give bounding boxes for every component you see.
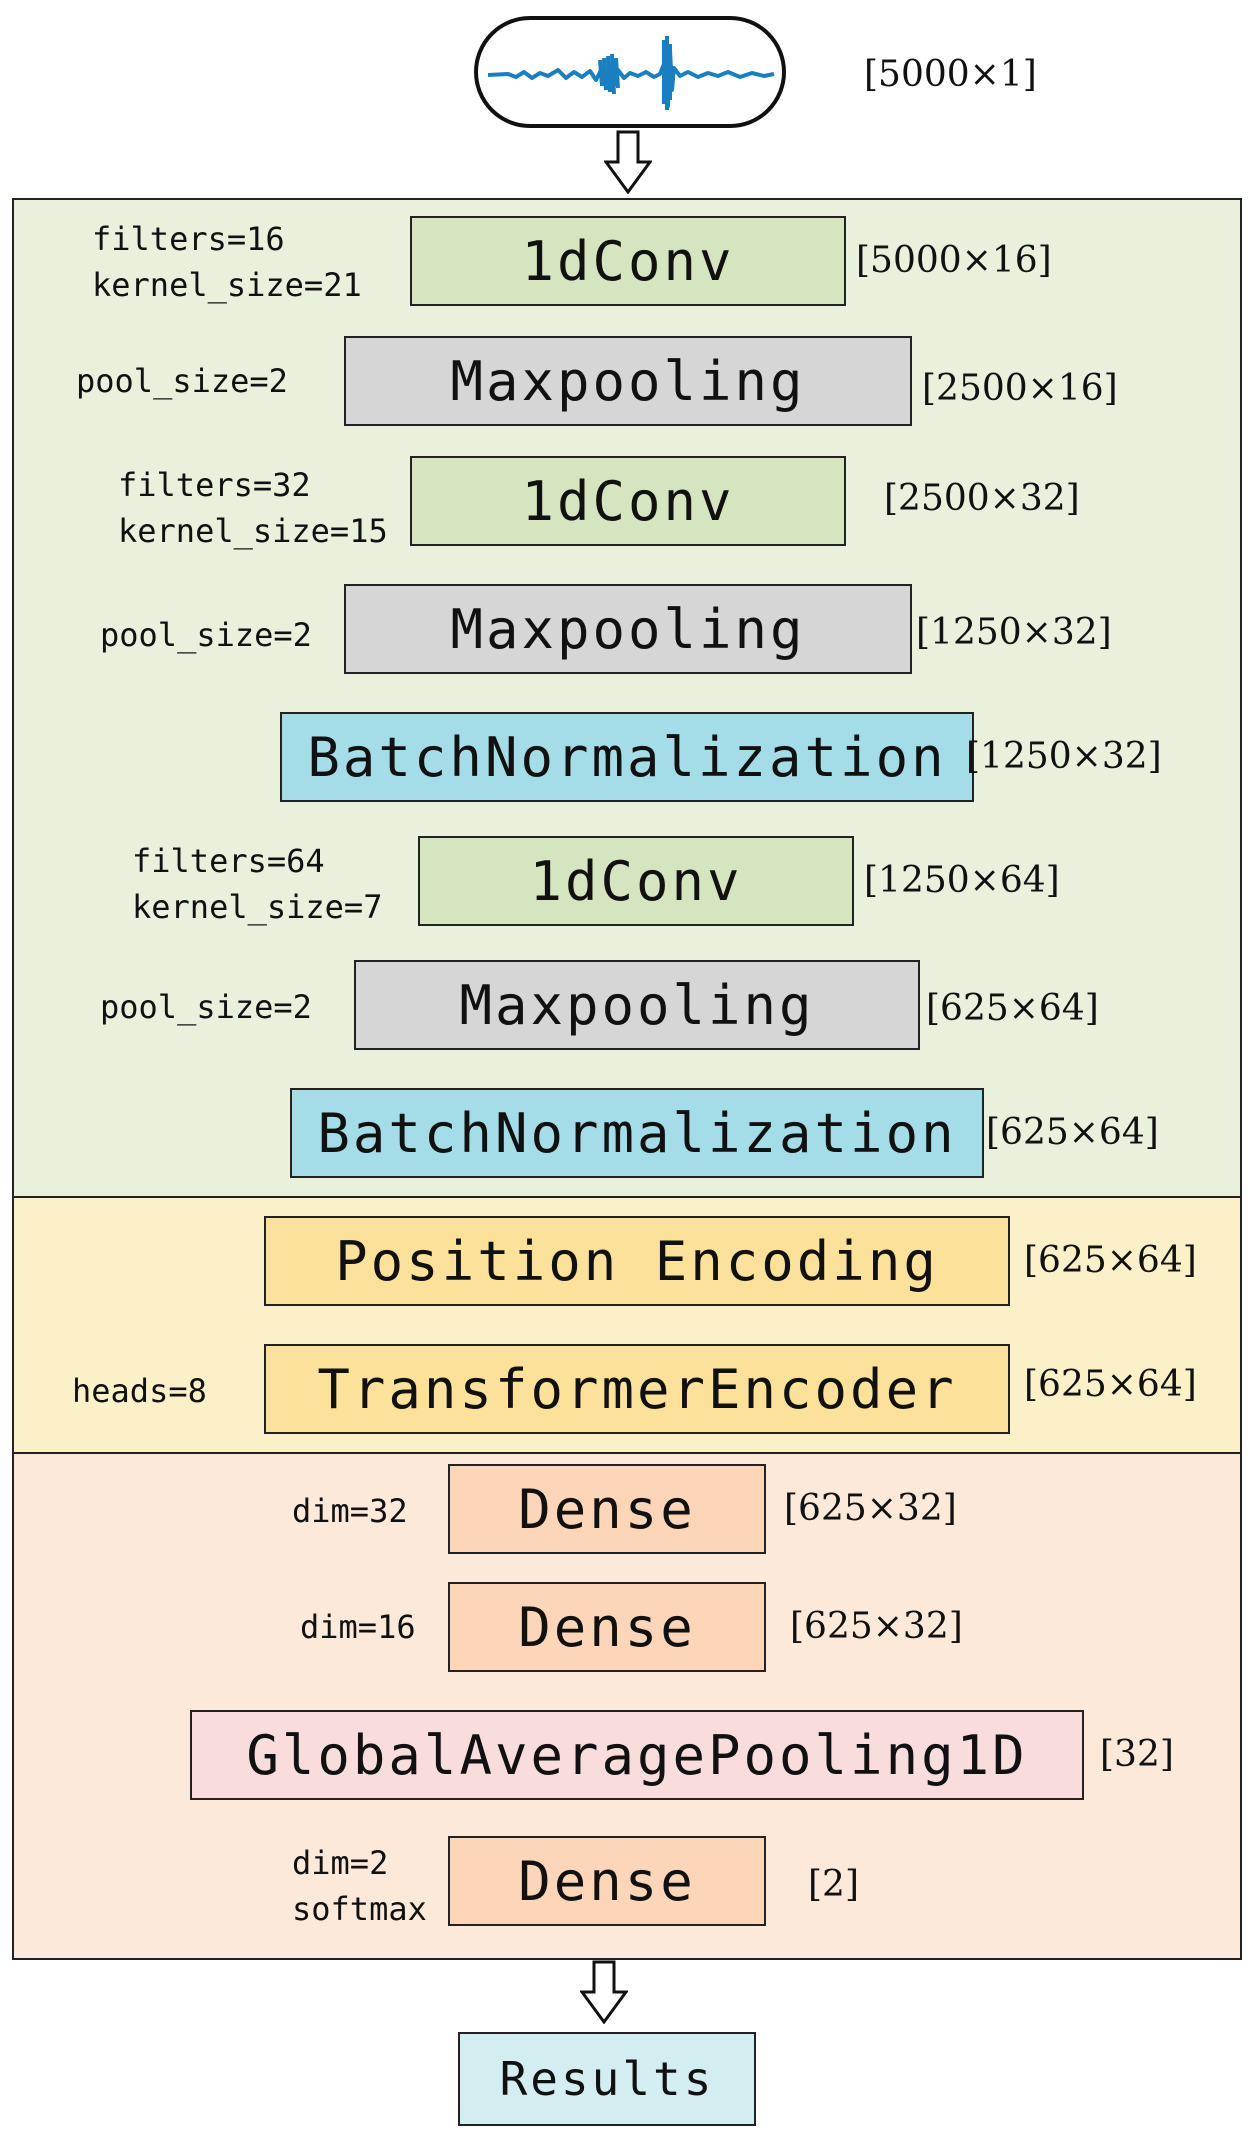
conv1d-layer: 1dConv xyxy=(418,836,854,926)
conv3-params: filters=64 kernel_size=7 xyxy=(132,842,383,926)
dense-layer: Dense xyxy=(448,1464,766,1554)
posenc-shape: [625×64] xyxy=(1024,1240,1197,1281)
conv3-shape: [1250×64] xyxy=(864,860,1060,901)
gap-shape: [32] xyxy=(1100,1734,1174,1775)
maxpooling-layer: Maxpooling xyxy=(344,584,912,674)
dense2-shape: [625×32] xyxy=(790,1606,963,1647)
transformer-params: heads=8 xyxy=(72,1372,207,1410)
position-encoding-layer: Position Encoding xyxy=(264,1216,1010,1306)
input-signal xyxy=(474,16,786,128)
conv2-shape: [2500×32] xyxy=(884,478,1080,519)
input-shape: [5000×1] xyxy=(864,54,1037,95)
down-arrow-icon xyxy=(604,130,652,194)
bn2-shape: [625×64] xyxy=(986,1112,1159,1153)
waveform-icon xyxy=(487,36,775,110)
results-box: Results xyxy=(458,2032,756,2126)
transformer-encoder-layer: TransformerEncoder xyxy=(264,1344,1010,1434)
pool2-shape: [1250×32] xyxy=(916,612,1112,653)
conv1d-layer: 1dConv xyxy=(410,456,846,546)
dense3-params: dim=2 softmax xyxy=(292,1844,427,1928)
batchnormalization-layer: BatchNormalization xyxy=(290,1088,984,1178)
conv2-params: filters=32 kernel_size=15 xyxy=(118,466,388,550)
globalaveragepooling1d-layer: GlobalAveragePooling1D xyxy=(190,1710,1084,1800)
conv1-shape: [5000×16] xyxy=(856,240,1052,281)
bn1-shape: [1250×32] xyxy=(966,736,1162,777)
dense-layer: Dense xyxy=(448,1582,766,1672)
pool3-params: pool_size=2 xyxy=(100,988,312,1026)
maxpooling-layer: Maxpooling xyxy=(344,336,912,426)
pool3-shape: [625×64] xyxy=(926,988,1099,1029)
dense3-shape: [2] xyxy=(808,1864,859,1905)
dense2-params: dim=16 xyxy=(300,1608,416,1646)
batchnormalization-layer: BatchNormalization xyxy=(280,712,974,802)
conv1-params: filters=16 kernel_size=21 xyxy=(92,220,362,304)
pool1-params: pool_size=2 xyxy=(76,362,288,400)
dense1-params: dim=32 xyxy=(292,1492,408,1530)
pool1-shape: [2500×16] xyxy=(922,368,1118,409)
dense-layer: Dense xyxy=(448,1836,766,1926)
maxpooling-layer: Maxpooling xyxy=(354,960,920,1050)
pool2-params: pool_size=2 xyxy=(100,616,312,654)
dense1-shape: [625×32] xyxy=(784,1488,957,1529)
transformer-shape: [625×64] xyxy=(1024,1364,1197,1405)
conv1d-layer: 1dConv xyxy=(410,216,846,306)
down-arrow-icon xyxy=(580,1960,628,2024)
